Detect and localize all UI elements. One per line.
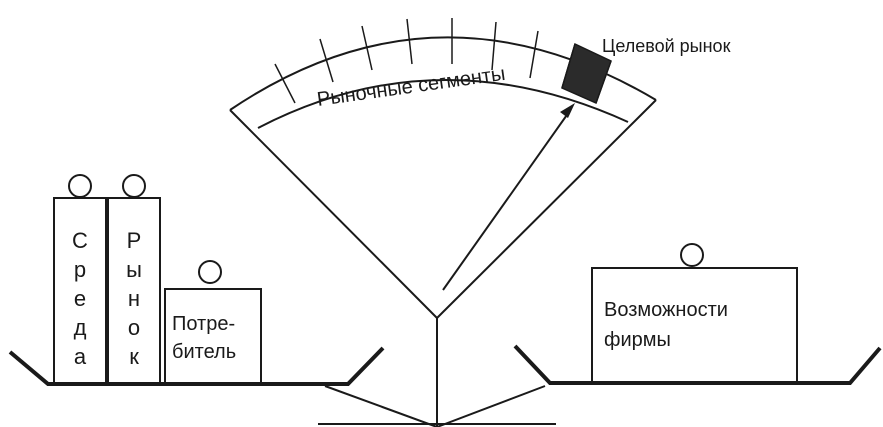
firm-label-line1: Возможности [604,299,728,321]
market-label-letter: о [128,315,140,340]
target-market-label: Целевой рынок [602,36,731,56]
firm-capabilities-block: Возможности фирмы [591,243,798,384]
market-label-letter: Р [127,228,142,253]
market-label-letter: ы [126,257,142,282]
environment-label-letter: д [74,315,87,340]
consumer-label-line1: Потре- [172,313,235,335]
scale-stand [318,318,556,427]
segment-divider [491,21,497,71]
segment-divider [319,38,334,83]
market-label-letter: к [129,344,139,369]
environment-label-letter: а [74,344,87,369]
environment-label-letter: е [74,286,86,311]
consumer-label-line2: битель [172,341,236,363]
firm-label-line2: фирмы [604,329,671,351]
segment-divider [361,25,373,71]
market-segments-label: Рыночные сегменты [316,63,507,111]
consumer-block: Потре- битель [164,260,262,385]
segment-divider [529,30,539,79]
market-label-letter: н [128,286,140,311]
target-segment [561,42,612,105]
environment-label-letter: С [72,228,88,253]
segment-divider [274,63,296,104]
right-scale-pan [513,344,882,385]
segment-divider [406,18,413,65]
environment-label-letter: р [74,257,86,282]
pointer-arrowhead [560,103,575,118]
